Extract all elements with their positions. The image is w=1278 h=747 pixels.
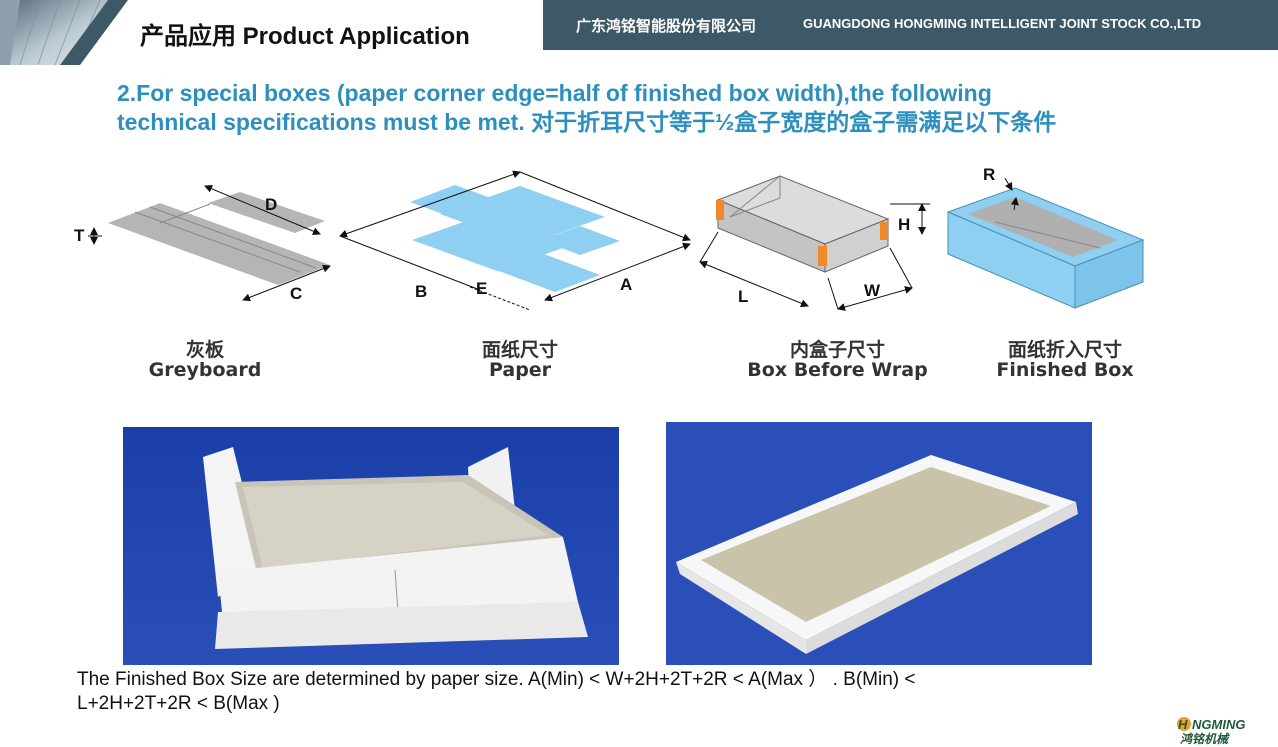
svg-text:H: H [1178, 717, 1188, 732]
label-t: T [74, 226, 85, 245]
label-e: E [476, 279, 487, 298]
caption-paper-en: Paper [488, 359, 552, 381]
label-l: L [738, 287, 748, 306]
photo-finished-box [666, 422, 1092, 665]
caption-inner-box-cn: 内盒子尺寸 [789, 339, 885, 361]
svg-text:NGMING: NGMING [1192, 717, 1245, 732]
section-heading: 2.For special boxes (paper corner edge=h… [117, 79, 1197, 137]
inner-box-diagram: H L W [699, 174, 930, 311]
caption-inner-box-en: Box Before Wrap [747, 359, 928, 381]
label-r: R [983, 165, 995, 184]
caption-paper-cn: 面纸尺寸 [481, 339, 558, 361]
paper-diagram: B E A [339, 170, 691, 311]
hongming-logo: H NGMING 鸿铭机械 [1177, 717, 1245, 746]
finished-box-diagram: R [946, 165, 1145, 309]
heading-line-2: technical specifications must be met. 对于… [117, 109, 1057, 135]
label-c: C [290, 284, 302, 303]
caption-finished-box-cn: 面纸折入尺寸 [1007, 339, 1122, 361]
caption-greyboard: 灰板 Greyboard [130, 340, 280, 380]
company-name-cn: 广东鸿铭智能股份有限公司 [576, 18, 757, 35]
size-formula: The Finished Box Size are determined by … [77, 668, 1077, 716]
caption-greyboard-en: Greyboard [148, 359, 262, 381]
page-title: 产品应用 Product Application [140, 23, 470, 50]
caption-inner-box: 内盒子尺寸 Box Before Wrap [725, 340, 950, 380]
svg-text:鸿铭机械: 鸿铭机械 [1180, 732, 1230, 746]
label-d: D [265, 195, 277, 214]
greyboard-diagram: D C T [74, 185, 331, 303]
company-name-en: GUANGDONG HONGMING INTELLIGENT JOINT STO… [803, 16, 1202, 31]
caption-paper: 面纸尺寸 Paper [440, 340, 600, 380]
diagrams-area: D C T B E A [74, 165, 1145, 311]
label-w: W [864, 281, 881, 300]
header-banner [0, 0, 1278, 65]
caption-greyboard-cn: 灰板 [185, 339, 224, 361]
caption-finished-box-en: Finished Box [996, 359, 1134, 381]
heading-line-1: 2.For special boxes (paper corner edge=h… [117, 80, 992, 106]
label-b: B [415, 282, 427, 301]
caption-finished-box: 面纸折入尺寸 Finished Box [975, 340, 1155, 380]
label-a: A [620, 275, 632, 294]
label-h: H [898, 215, 910, 234]
photo-box-before-wrap [123, 427, 619, 665]
formula-line-2: L+2H+2T+2R < B(Max ) [77, 693, 280, 714]
formula-line-1: The Finished Box Size are determined by … [77, 669, 916, 690]
